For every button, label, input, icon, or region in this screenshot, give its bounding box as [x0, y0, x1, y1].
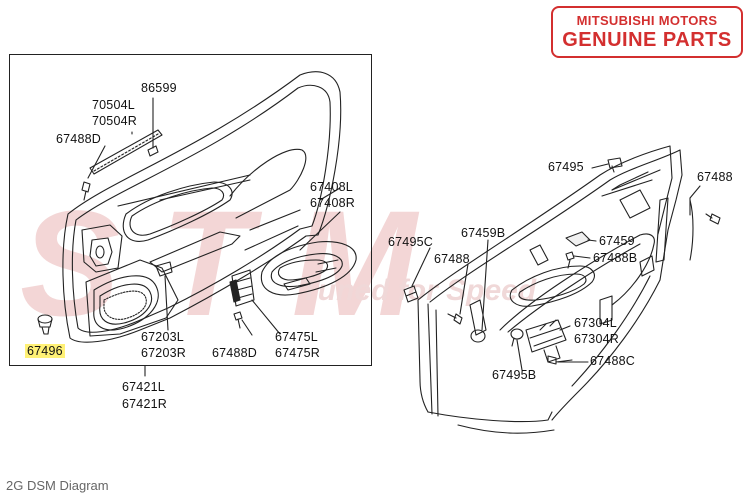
left-detail-frame: [9, 54, 372, 366]
part-label-67488-right[interactable]: 67488: [697, 170, 733, 184]
part-label-67408r[interactable]: 67408R: [310, 196, 355, 210]
part-label-86599[interactable]: 86599: [141, 81, 177, 95]
part-label-67488-middle[interactable]: 67488: [434, 252, 470, 266]
part-label-67459b[interactable]: 67459B: [461, 226, 506, 240]
part-label-67495[interactable]: 67495: [548, 160, 584, 174]
part-label-67488c[interactable]: 67488C: [590, 354, 635, 368]
part-label-67203l[interactable]: 67203L: [141, 330, 184, 344]
highlighted-part-number: 67496: [25, 344, 65, 358]
diagram-caption: 2G DSM Diagram: [6, 478, 109, 493]
part-label-67495c[interactable]: 67495C: [388, 235, 433, 249]
part-label-67304r[interactable]: 67304R: [574, 332, 619, 346]
part-label-67203r[interactable]: 67203R: [141, 346, 186, 360]
part-label-67475r[interactable]: 67475R: [275, 346, 320, 360]
part-label-67421l[interactable]: 67421L: [122, 380, 165, 394]
part-label-67304l[interactable]: 67304L: [574, 316, 617, 330]
brand-line-1: MITSUBISHI MOTORS: [576, 13, 718, 28]
part-label-67475l[interactable]: 67475L: [275, 330, 318, 344]
part-label-67488b[interactable]: 67488B: [593, 251, 638, 265]
part-label-67495b[interactable]: 67495B: [492, 368, 537, 382]
part-label-67488d-upper[interactable]: 67488D: [56, 132, 101, 146]
door-shell: [403, 145, 721, 434]
genuine-parts-badge: MITSUBISHI MOTORS GENUINE PARTS: [551, 6, 743, 58]
part-label-70504l[interactable]: 70504L: [92, 98, 135, 112]
part-label-67488d-lower[interactable]: 67488D: [212, 346, 257, 360]
part-label-67421r[interactable]: 67421R: [122, 397, 167, 411]
part-label-67496[interactable]: 67496: [25, 344, 65, 359]
brand-line-2: GENUINE PARTS: [562, 29, 732, 51]
door-trim-panel: [37, 71, 357, 377]
part-label-70504r[interactable]: 70504R: [92, 114, 137, 128]
part-label-67459[interactable]: 67459: [599, 234, 635, 248]
part-label-67408l[interactable]: 67408L: [310, 180, 353, 194]
